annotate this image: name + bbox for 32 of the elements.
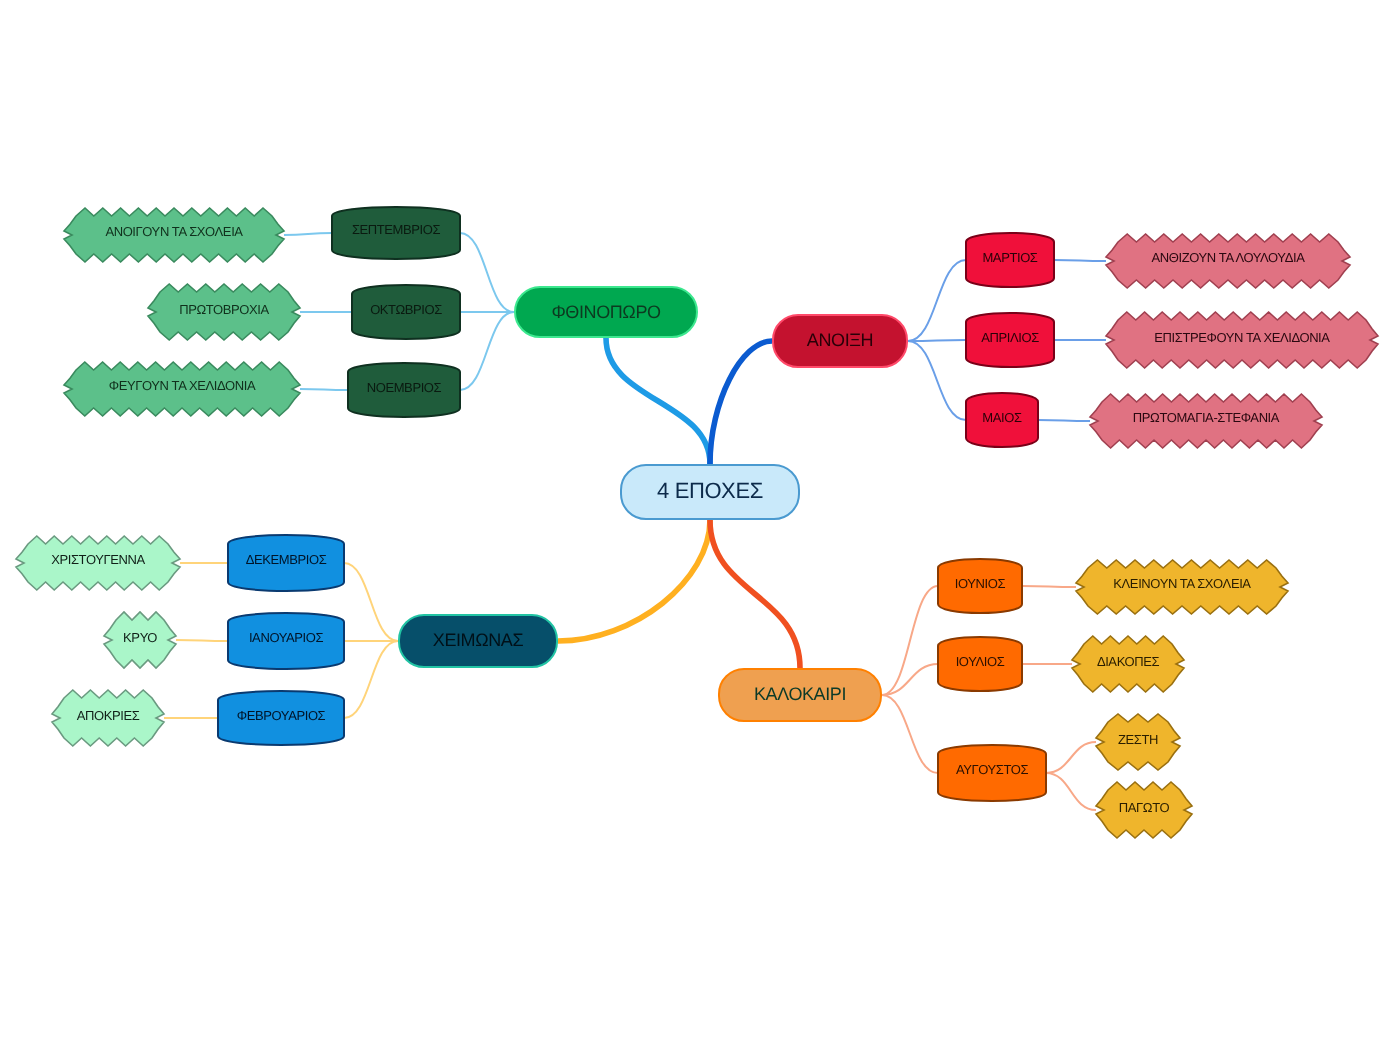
connector-line (283, 232, 333, 236)
connector-line (175, 639, 229, 642)
connector-line (881, 694, 939, 774)
connector-line (1053, 339, 1107, 341)
connector-line (881, 585, 939, 696)
connector-line (459, 311, 515, 313)
connector-line (1053, 259, 1107, 262)
connector-line (1045, 741, 1097, 774)
connector-line (881, 663, 939, 696)
connector-line (459, 232, 515, 313)
connector-line (299, 388, 349, 391)
connector-line (707, 338, 773, 465)
connector-line (179, 562, 229, 564)
connector-line (707, 519, 803, 669)
connector-line (1021, 585, 1077, 588)
topic-node: ΦΘΙΝΟΠΩΡΟ (514, 286, 698, 338)
topic-node: ΚΑΛΟΚΑΙΡΙ (718, 668, 882, 722)
topic-node: ΑΝΟΙΞΗ (772, 314, 908, 368)
connector-line (343, 640, 399, 719)
connector-line (907, 339, 967, 342)
connector-line (299, 311, 353, 313)
connector-line (1045, 772, 1097, 811)
connector-line (163, 717, 219, 719)
connector-line (907, 259, 967, 342)
connector-line (459, 311, 515, 391)
connector-line (1021, 663, 1073, 665)
topic-node: ΧΕΙΜΩΝΑΣ (398, 614, 558, 668)
connector-line (343, 562, 399, 642)
connector-line (907, 340, 967, 421)
topic-node: 4 ΕΠΟΧΕΣ (620, 464, 800, 520)
connector-line (343, 640, 399, 642)
connector-line (1037, 419, 1091, 422)
